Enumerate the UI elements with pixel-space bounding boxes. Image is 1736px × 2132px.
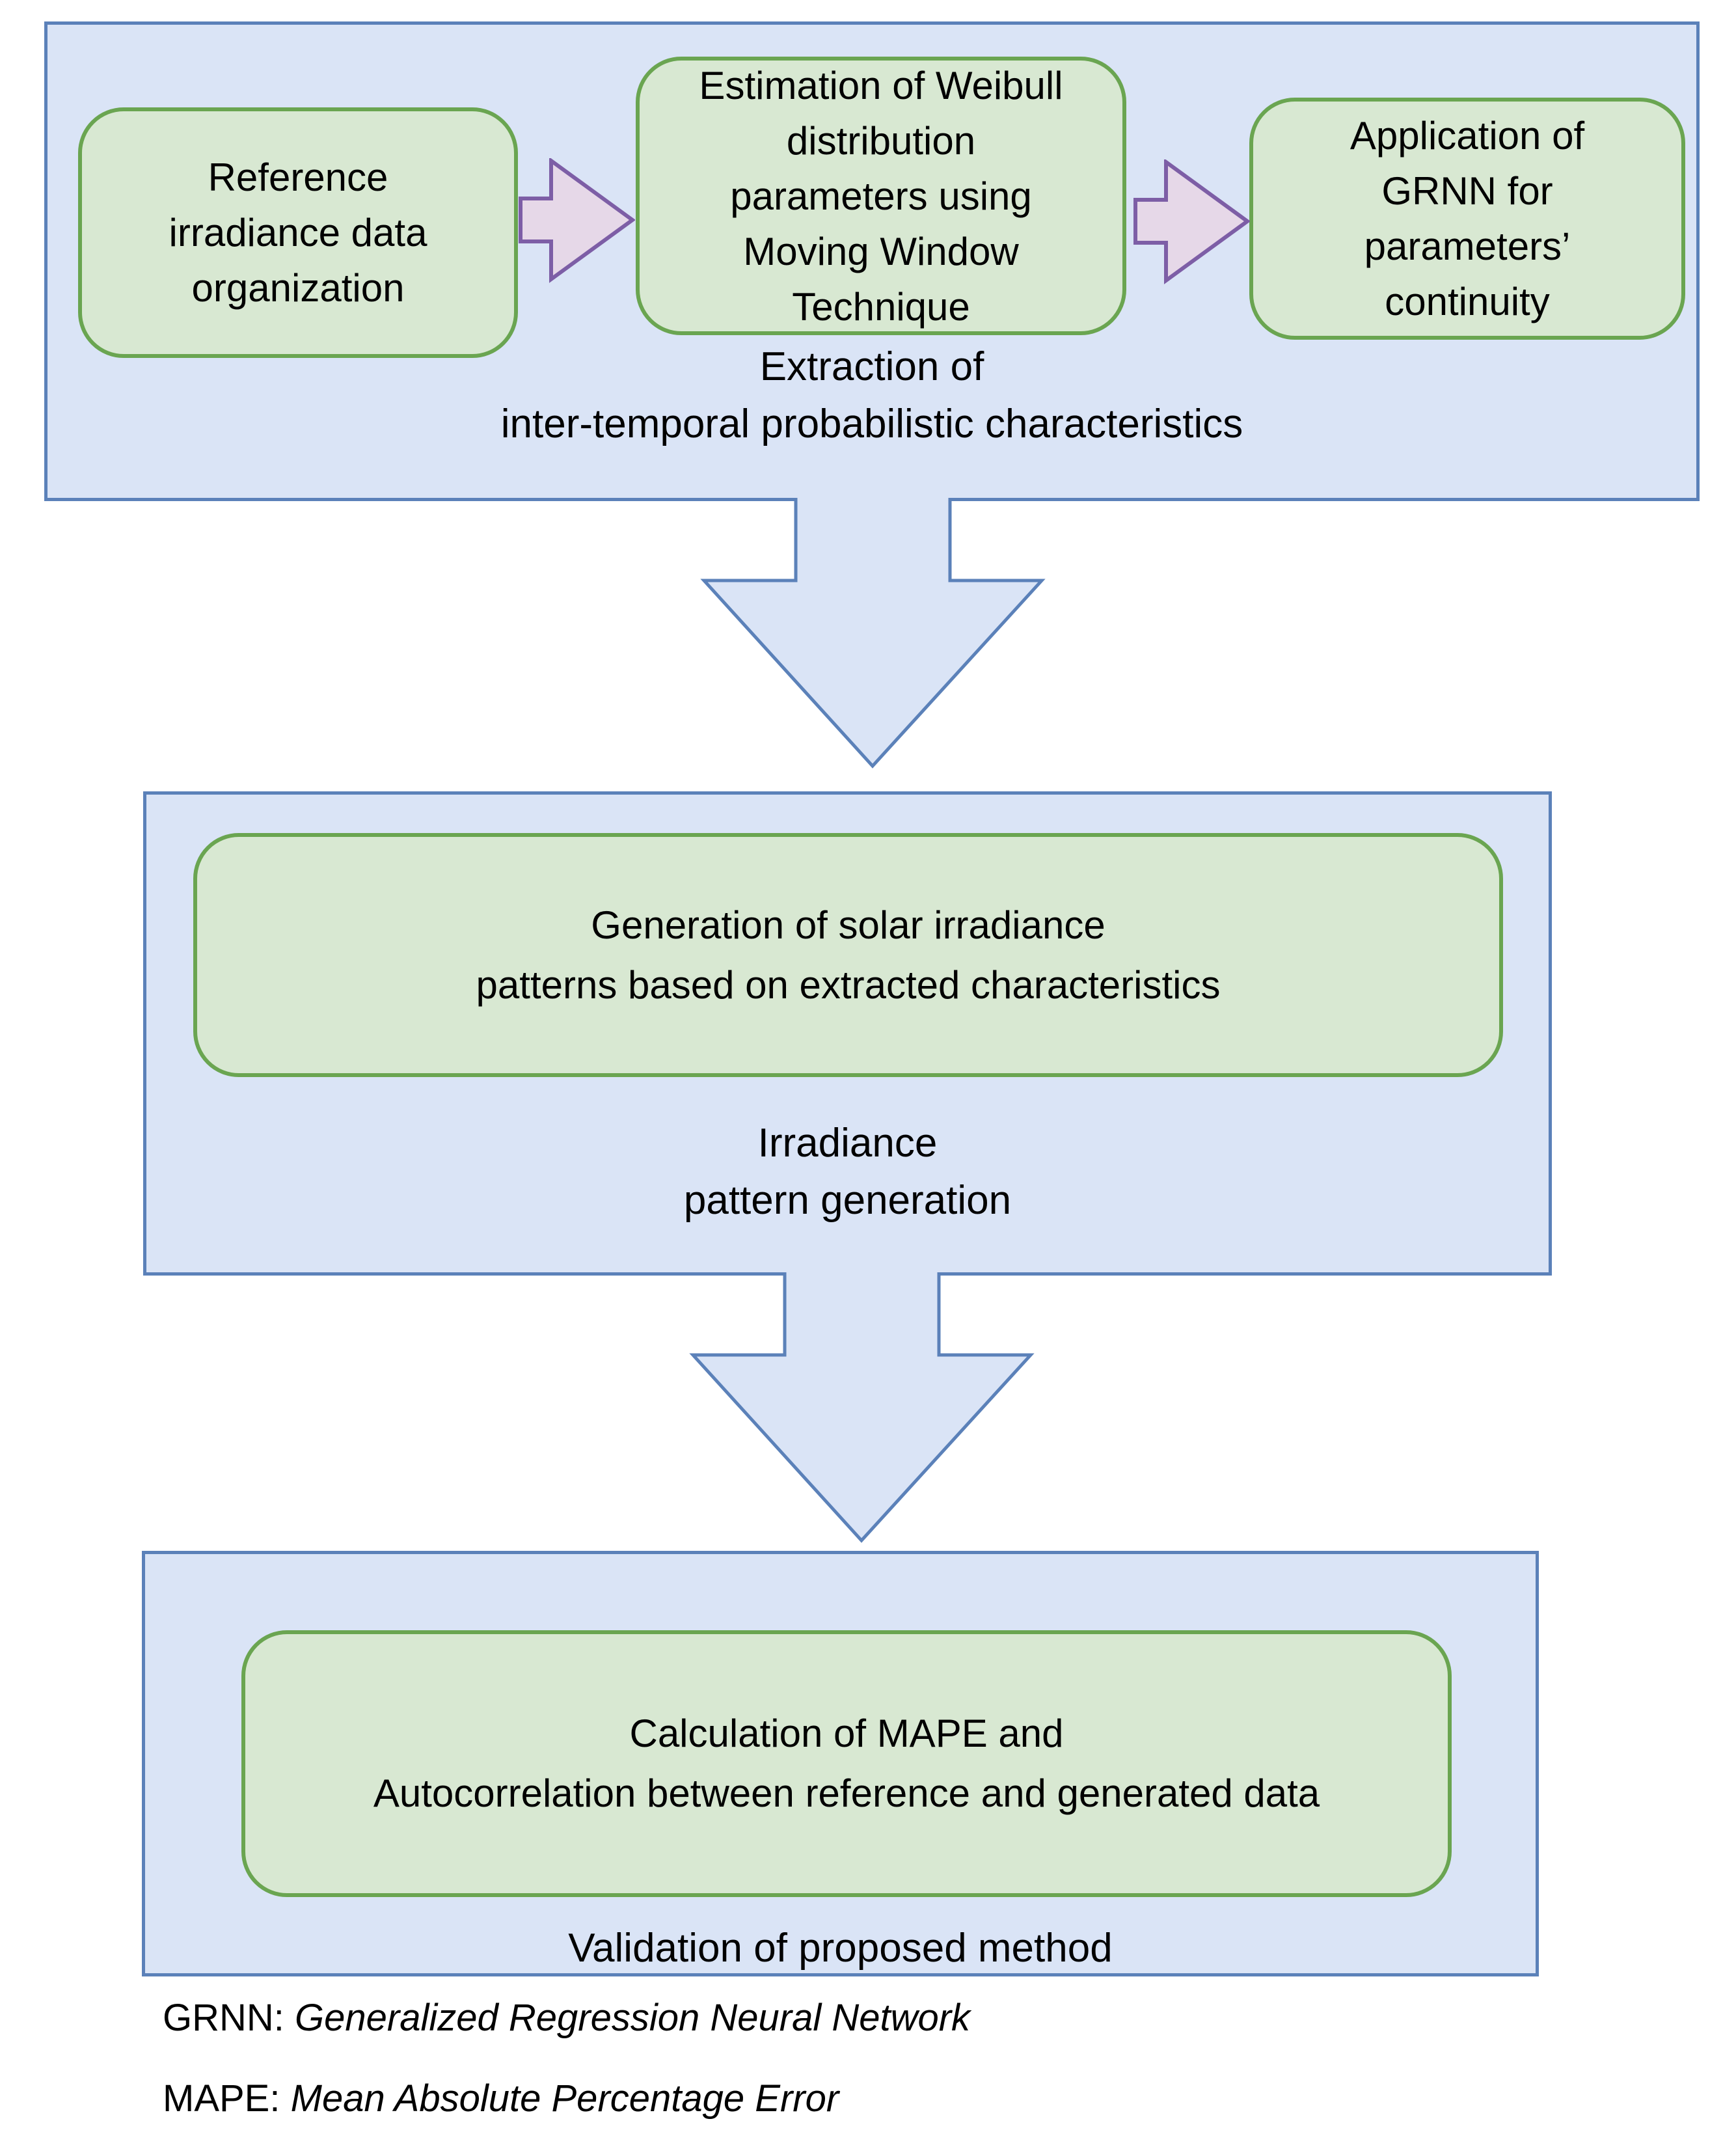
step-box-weibull-estimation: Estimation of Weibull distribution param… [636,57,1126,335]
footnote-mape: MAPE: Mean Absolute Percentage Error [163,2076,839,2122]
section-caption-extraction: Extraction of inter-temporal probabilist… [47,338,1696,453]
step-box-line: parameters’ [1364,225,1571,268]
footnote-grnn: GRNN: Generalized Regression Neural Netw… [163,1995,970,2041]
right-arrow-icon [1133,159,1250,284]
caption-line: Validation of proposed method [568,1926,1113,1971]
step-box-line: Moving Window [743,229,1019,273]
right-arrow-icon [519,158,635,283]
down-arrow-icon [689,1272,1035,1543]
footnote-abbr: GRNN: [163,1997,284,2039]
step-box-line: distribution [786,118,976,163]
step-box-mape-autocorrelation: Calculation of MAPE and Autocorrelation … [241,1630,1452,1897]
step-box-line: irradiance data [169,211,427,254]
caption-line: pattern generation [683,1178,1012,1223]
step-box-line: parameters using [730,174,1032,218]
step-box-pattern-generation: Generation of solar irradiance patterns … [193,833,1503,1077]
footnote-definition: Mean Absolute Percentage Error [290,2077,839,2120]
section-extraction: Reference irradiance data organization E… [44,21,1700,501]
step-box-line: Technique [792,284,970,329]
step-box-line: Estimation of Weibull [699,63,1063,107]
caption-line: Irradiance [757,1121,938,1166]
step-box-grnn-application: Application of GRNN for parameters’ cont… [1249,98,1685,340]
step-box-line: Application of [1349,114,1585,157]
step-box-line: GRNN for [1381,169,1553,213]
section-caption-generation: Irradiance pattern generation [146,1115,1549,1229]
caption-line: inter-temporal probabilistic characteris… [500,402,1243,446]
step-box-line: patterns based on extracted characterist… [476,963,1221,1007]
step-box-line: Autocorrelation between reference and ge… [373,1771,1320,1815]
section-validation: Calculation of MAPE and Autocorrelation … [142,1551,1539,1976]
footnote-abbr: MAPE: [163,2077,280,2120]
section-caption-validation: Validation of proposed method [145,1920,1536,1977]
step-box-line: organization [191,266,405,310]
caption-line: Extraction of [759,344,984,389]
step-box-line: Reference [208,156,388,199]
step-box-line: Calculation of MAPE and [629,1712,1064,1755]
step-box-reference-data: Reference irradiance data organization [78,107,518,358]
down-arrow-icon [700,498,1046,769]
footnote-definition: Generalized Regression Neural Network [295,1997,971,2039]
step-box-line: continuity [1385,280,1550,323]
section-generation: Generation of solar irradiance patterns … [143,791,1552,1276]
step-box-line: Generation of solar irradiance [591,903,1105,947]
